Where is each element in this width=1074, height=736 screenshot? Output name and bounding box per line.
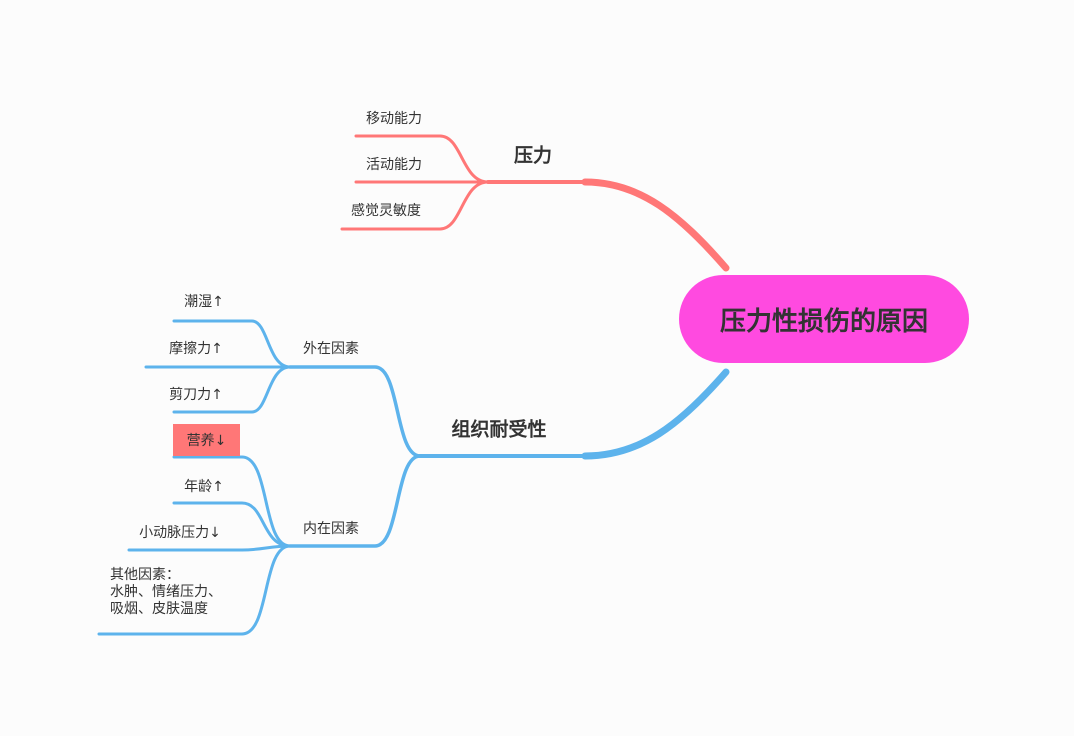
branch-pressure[interactable]: 压力 <box>513 144 553 167</box>
connector-root-tolerance <box>581 368 730 460</box>
connector-internal <box>288 454 422 548</box>
node-internal-factors[interactable]: 内在因素 <box>303 521 359 537</box>
node-moisture[interactable]: 潮湿↑ <box>184 294 224 310</box>
root-label: 压力性损伤的原因 <box>719 306 928 337</box>
connector-age <box>172 501 292 548</box>
connector-shear <box>172 365 292 414</box>
connector-sensory <box>340 180 490 231</box>
node-friction[interactable]: 摩擦力↑ <box>169 341 223 357</box>
other-factors-line: 吸烟、皮肤温度 <box>110 601 208 617</box>
node-arteriole-pressure[interactable]: 小动脉压力↓ <box>139 525 221 541</box>
node-nutrition-highlighted[interactable]: 营养↓ <box>173 424 240 456</box>
connector-other <box>97 544 292 636</box>
other-factors-line: 水肿、情绪压力、 <box>110 584 222 600</box>
connector-mobility <box>354 134 490 184</box>
node-activity[interactable]: 活动能力 <box>366 157 422 173</box>
node-external-factors[interactable]: 外在因素 <box>303 341 359 357</box>
root-node[interactable]: 压力性损伤的原因 <box>679 275 969 363</box>
node-sensory[interactable]: 感觉灵敏度 <box>351 203 421 219</box>
node-age[interactable]: 年龄↑ <box>184 479 224 495</box>
node-mobility[interactable]: 移动能力 <box>366 111 422 127</box>
node-nutrition-label: 营养↓ <box>186 433 227 449</box>
connector-external <box>288 365 422 458</box>
node-other-factors[interactable]: 其他因素： 水肿、情绪压力、 吸烟、皮肤温度 <box>110 567 222 618</box>
connector-nutrition <box>172 455 292 548</box>
branch-tolerance[interactable]: 组织耐受性 <box>451 418 547 441</box>
connector-moisture <box>172 319 292 369</box>
other-factors-line: 其他因素： <box>110 567 180 583</box>
connector-root-pressure <box>581 178 730 272</box>
node-shear[interactable]: 剪刀力↑ <box>169 387 223 403</box>
connector-arteriole <box>127 544 292 552</box>
